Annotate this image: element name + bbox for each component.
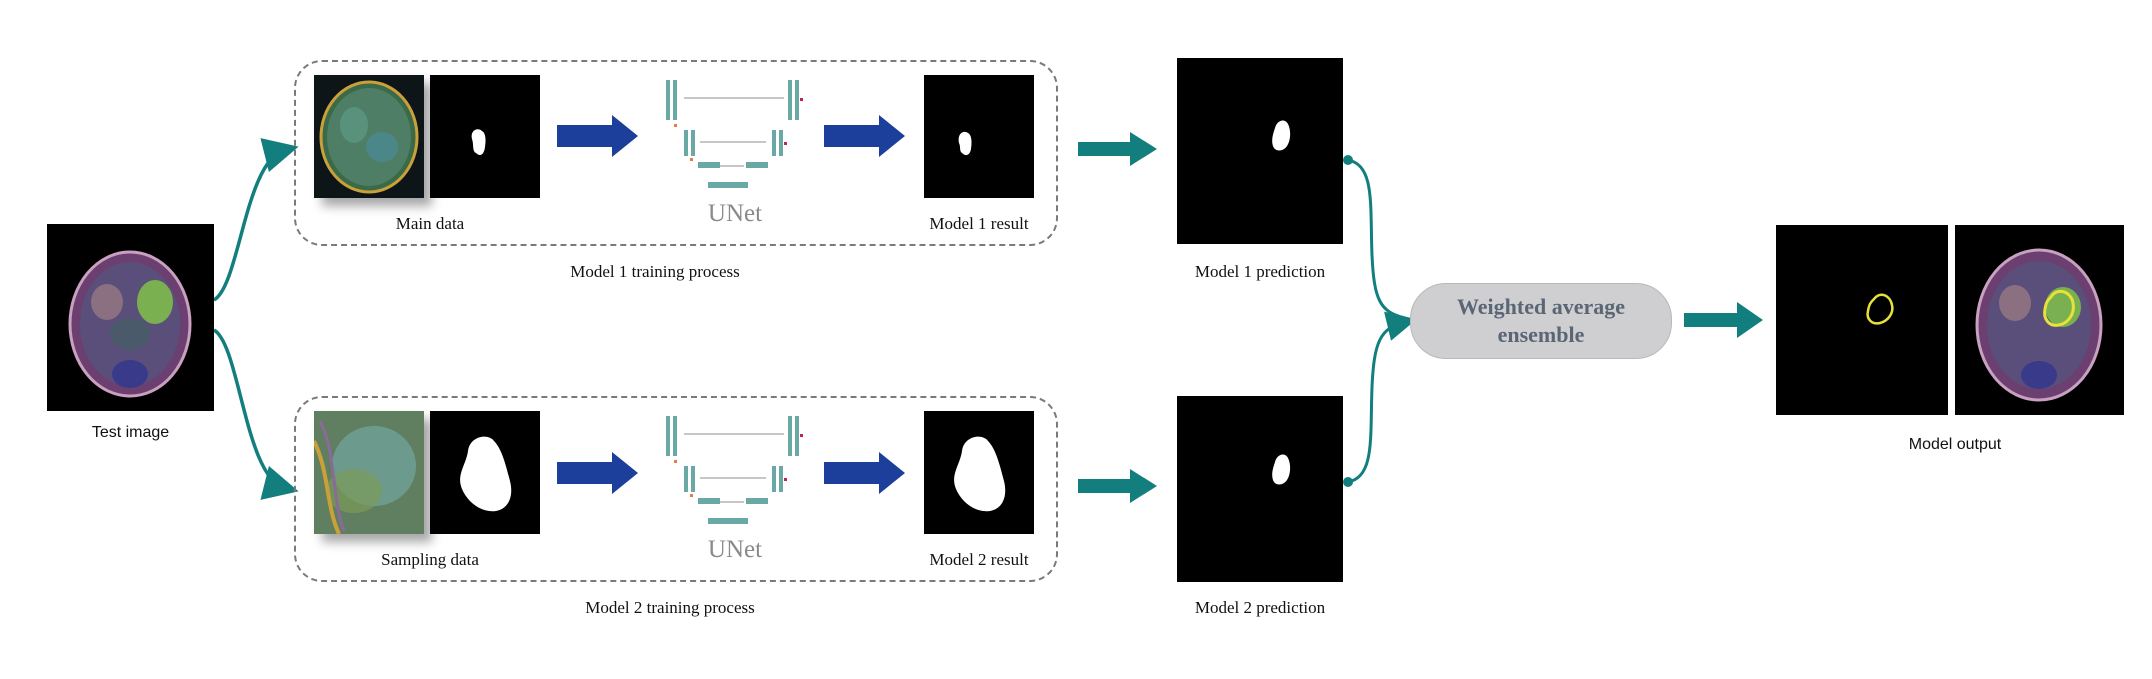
brace-top [1347, 158, 1406, 320]
brace-bottom [1347, 311, 1417, 484]
unet-diagram-1 [666, 80, 803, 188]
model1-result-label: Model 1 result [929, 214, 1029, 233]
ensemble-node: Weighted average ensemble [1410, 283, 1672, 359]
main-data-image [314, 75, 424, 198]
arrow-teal-1 [1078, 132, 1157, 166]
sampling-data-image [314, 411, 424, 534]
main-data-label: Main data [395, 214, 465, 233]
sampling-data-label: Sampling data [381, 550, 479, 569]
model2-prediction-image [1177, 396, 1343, 582]
unet-label-2: UNet [707, 536, 763, 563]
output-contour-image [1776, 225, 1948, 415]
curve-to-model2 [212, 328, 299, 500]
model2-prediction-label: Model 2 prediction [1194, 598, 1326, 617]
model2-training-box [294, 396, 1058, 582]
arrow-teal-2 [1078, 469, 1157, 503]
test-image [47, 224, 214, 411]
main-data-mask [430, 75, 540, 198]
output-overlay-image [1955, 225, 2124, 415]
sampling-data-mask [430, 411, 540, 534]
arrow-navy-1b [824, 115, 905, 157]
arrow-navy-1a [557, 115, 638, 157]
model2-result-label: Model 2 result [929, 550, 1029, 569]
model2-training-label: Model 2 training process [585, 598, 755, 617]
model2-result-image [924, 411, 1034, 534]
unet-diagram-2 [666, 416, 803, 524]
ensemble-label: Weighted average ensemble [1456, 294, 1626, 347]
model1-training-label: Model 1 training process [570, 262, 740, 281]
unet-label-1: UNet [707, 200, 763, 227]
arrow-teal-3 [1684, 302, 1763, 338]
arrow-navy-2b [824, 452, 905, 494]
model1-training-box [294, 60, 1058, 246]
curve-to-model1 [212, 138, 299, 302]
arrow-navy-2a [557, 452, 638, 494]
test-image-label: Test image [91, 424, 170, 441]
model1-result-image [924, 75, 1034, 198]
model1-prediction-image [1177, 58, 1343, 244]
model1-prediction-label: Model 1 prediction [1194, 262, 1326, 281]
model-output-label: Model output [1908, 436, 2002, 453]
